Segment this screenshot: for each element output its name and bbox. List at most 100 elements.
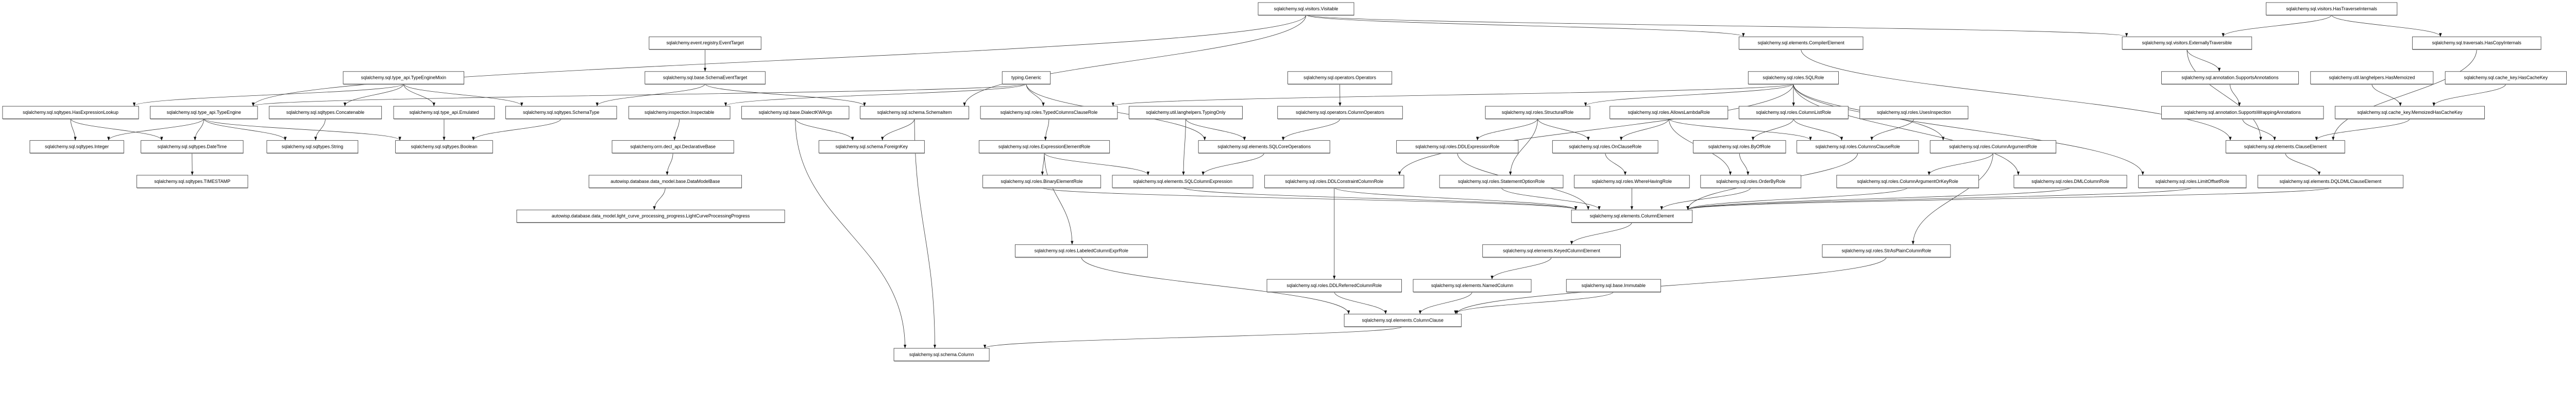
class-node-date-time[interactable]: sqlalchemy.sql.sqltypes.DateTime xyxy=(141,140,244,154)
class-node-externally-traversible[interactable]: sqlalchemy.sql.visitors.ExternallyTraver… xyxy=(2122,36,2252,50)
class-node-sql-role[interactable]: sqlalchemy.sql.roles.SQLRole xyxy=(1748,71,1839,85)
class-node-named-column[interactable]: sqlalchemy.sql.elements.NamedColumn xyxy=(1413,279,1532,293)
class-node-limit-offset-role[interactable]: sqlalchemy.sql.roles.LimitOffsetRole xyxy=(2138,175,2247,189)
class-node-columns-clause-role[interactable]: sqlalchemy.sql.roles.ColumnsClauseRole xyxy=(1797,140,1919,154)
class-node-dml-column-role[interactable]: sqlalchemy.sql.roles.DMLColumnRole xyxy=(2013,175,2127,189)
class-node-operators[interactable]: sqlalchemy.sql.operators.Operators xyxy=(1287,71,1393,85)
class-node-expression-element-role[interactable]: sqlalchemy.sql.roles.ExpressionElementRo… xyxy=(978,140,1110,154)
class-node-event-target[interactable]: sqlalchemy.event.registry.EventTarget xyxy=(649,36,761,50)
class-node-has-copy-internals[interactable]: sqlalchemy.sql.traversals.HasCopyInterna… xyxy=(2412,36,2541,50)
class-node-binary-element-role[interactable]: sqlalchemy.sql.roles.BinaryElementRole xyxy=(982,175,1101,189)
class-node-box xyxy=(1738,106,1849,119)
inheritance-edge-visitable-to-type-engine xyxy=(251,14,1307,107)
class-node-label: sqlalchemy.sql.roles.OnClauseRole xyxy=(1569,144,1641,149)
class-node-sql-core-operations[interactable]: sqlalchemy.sql.elements.SQLCoreOperation… xyxy=(1198,140,1330,154)
class-node-foreign-key[interactable]: sqlalchemy.sql.schema.ForeignKey xyxy=(819,140,925,154)
inheritance-edge-type-engine-to-boolean xyxy=(204,118,401,141)
class-node-generic[interactable]: typing.Generic xyxy=(1002,71,1051,85)
inheritance-edge-typing-only-to-sql-core-operations xyxy=(1185,118,1246,141)
class-node-declarative-base[interactable]: sqlalchemy.orm.decl_api.DeclarativeBase xyxy=(612,140,734,154)
class-node-column-operators[interactable]: sqlalchemy.sql.operators.ColumnOperators xyxy=(1277,106,1403,120)
class-node-timestamp[interactable]: sqlalchemy.sql.sqltypes.TIMESTAMP xyxy=(136,175,248,189)
class-node-keyed-column-element[interactable]: sqlalchemy.sql.elements.KeyedColumnEleme… xyxy=(1482,244,1621,258)
class-node-label: sqlalchemy.sql.sqltypes.SchemaType xyxy=(523,110,599,115)
class-node-has-expression-lookup[interactable]: sqlalchemy.sql.sqltypes.HasExpressionLoo… xyxy=(2,106,139,120)
class-node-typed-columns-clause-role[interactable]: sqlalchemy.sql.roles.TypedColumnsClauseR… xyxy=(980,106,1118,120)
inheritance-edge-supports-wrapping-annotations-to-clause-element xyxy=(2242,118,2276,141)
class-node-on-clause-role[interactable]: sqlalchemy.sql.roles.OnClauseRole xyxy=(1552,140,1658,154)
class-node-box xyxy=(1929,140,2057,154)
inheritance-edge-by-of-role-to-order-by-role xyxy=(1739,153,1750,176)
class-node-ddl-expression-role[interactable]: sqlalchemy.sql.roles.DDLExpressionRole xyxy=(1396,140,1519,154)
class-node-clause-element[interactable]: sqlalchemy.sql.elements.ClauseElement xyxy=(2225,140,2345,154)
class-node-label: sqlalchemy.sql.elements.ColumnClause xyxy=(1362,317,1444,323)
inheritance-edge-visitable-to-externally-traversible xyxy=(1306,14,2128,37)
class-node-schema-event-target[interactable]: sqlalchemy.sql.base.SchemaEventTarget xyxy=(645,71,766,85)
class-node-visitable[interactable]: sqlalchemy.sql.visitors.Visitable xyxy=(1258,2,1354,16)
class-node-has-traverse-internals[interactable]: sqlalchemy.sql.visitors.HasTraverseInter… xyxy=(2266,2,2398,16)
class-node-where-having-role[interactable]: sqlalchemy.sql.roles.WhereHavingRole xyxy=(1574,175,1690,189)
inheritance-edge-type-engine-mixin-to-concatenable xyxy=(343,83,404,107)
class-node-box xyxy=(1566,279,1661,292)
class-node-memoized-has-cache-key[interactable]: sqlalchemy.sql.cache_key.MemoizedHasCach… xyxy=(2334,106,2485,120)
class-node-box xyxy=(741,106,850,119)
class-node-column-argument-role[interactable]: sqlalchemy.sql.roles.ColumnArgumentRole xyxy=(1929,140,2057,154)
class-node-inspectable[interactable]: sqlalchemy.inspection.Inspectable xyxy=(628,106,731,120)
inheritance-edge-data-model-base-to-light-curve-processing-progress xyxy=(653,187,666,210)
class-node-concatenable[interactable]: sqlalchemy.sql.sqltypes.Concatenable xyxy=(268,106,382,120)
class-node-schema-type[interactable]: sqlalchemy.sql.sqltypes.SchemaType xyxy=(505,106,617,120)
inheritance-edge-inspectable-to-declarative-base xyxy=(673,118,680,141)
inheritance-edge-expression-element-role-to-labeled-column-expr-role xyxy=(1044,153,1074,245)
class-node-label: sqlalchemy.sql.visitors.HasTraverseInter… xyxy=(2286,6,2377,11)
class-node-column-list-role[interactable]: sqlalchemy.sql.roles.ColumnListRole xyxy=(1738,106,1849,120)
class-node-box xyxy=(1482,244,1621,258)
class-node-ddl-referred-column-role[interactable]: sqlalchemy.sql.roles.DDLReferredColumnRo… xyxy=(1266,279,1402,293)
class-node-emulated[interactable]: sqlalchemy.sql.type_api.Emulated xyxy=(393,106,495,120)
class-node-label: sqlalchemy.sql.visitors.Visitable xyxy=(1274,6,1338,11)
class-node-type-engine-mixin[interactable]: sqlalchemy.sql.type_api.TypeEngineMixin xyxy=(343,71,464,85)
class-node-boolean[interactable]: sqlalchemy.sql.sqltypes.Boolean xyxy=(395,140,493,154)
class-node-type-engine[interactable]: sqlalchemy.sql.type_api.TypeEngine xyxy=(150,106,258,120)
class-node-column-clause[interactable]: sqlalchemy.sql.elements.ColumnClause xyxy=(1344,314,1462,328)
class-node-has-cache-key[interactable]: sqlalchemy.sql.cache_key.HasCacheKey xyxy=(2445,71,2567,85)
class-node-box xyxy=(136,175,248,188)
class-node-str-as-plain-column-role[interactable]: sqlalchemy.sql.roles.StrAsPlainColumnRol… xyxy=(1822,244,1951,258)
edge-layer xyxy=(70,14,2506,348)
class-node-box xyxy=(1797,140,1919,154)
class-node-column-argument-or-key-role[interactable]: sqlalchemy.sql.roles.ColumnArgumentOrKey… xyxy=(1836,175,1979,189)
class-node-ddl-constraint-column-role[interactable]: sqlalchemy.sql.roles.DDLConstraintColumn… xyxy=(1264,175,1404,189)
class-node-label: sqlalchemy.sql.cache_key.HasCacheKey xyxy=(2464,75,2548,80)
class-node-uses-inspection[interactable]: sqlalchemy.sql.roles.UsesInspection xyxy=(1859,106,1969,120)
class-node-typing-only[interactable]: sqlalchemy.util.langhelpers.TypingOnly xyxy=(1128,106,1243,120)
class-node-label: sqlalchemy.sql.roles.AllowsLambdaRole xyxy=(1628,110,1710,115)
class-node-structural-role[interactable]: sqlalchemy.sql.roles.StructuralRole xyxy=(1485,106,1590,120)
class-node-box xyxy=(2257,175,2403,188)
inheritance-edge-has-expression-lookup-to-integer xyxy=(70,118,77,141)
class-node-integer[interactable]: sqlalchemy.sql.sqltypes.Integer xyxy=(29,140,124,154)
class-node-column-element[interactable]: sqlalchemy.sql.elements.ColumnElement xyxy=(1571,209,1693,223)
class-node-dialect-kwargs[interactable]: sqlalchemy.sql.base.DialectKWArgs xyxy=(741,106,850,120)
class-node-order-by-role[interactable]: sqlalchemy.sql.roles.OrderByRole xyxy=(1700,175,1802,189)
class-node-by-of-role[interactable]: sqlalchemy.sql.roles.ByOfRole xyxy=(1692,140,1786,154)
class-node-label: sqlalchemy.sql.roles.ExpressionElementRo… xyxy=(998,144,1090,149)
class-node-dqldml-clause-element[interactable]: sqlalchemy.sql.elements.DQLDMLClauseElem… xyxy=(2257,175,2403,189)
class-node-sql-column-expression[interactable]: sqlalchemy.sql.elements.SQLColumnExpress… xyxy=(1112,175,1253,189)
class-node-schema-item[interactable]: sqlalchemy.sql.schema.SchemaItem xyxy=(860,106,970,120)
class-node-labeled-column-expr-role[interactable]: sqlalchemy.sql.roles.LabeledColumnExprRo… xyxy=(1014,244,1148,258)
class-node-data-model-base[interactable]: autowisp.database.data_model.base.DataMo… xyxy=(588,175,742,189)
class-node-column[interactable]: sqlalchemy.sql.schema.Column xyxy=(893,348,990,362)
inheritance-edge-supports-annotations-to-supports-wrapping-annotations xyxy=(2230,83,2241,107)
class-node-string[interactable]: sqlalchemy.sql.sqltypes.String xyxy=(266,140,359,154)
class-node-box xyxy=(1836,175,1979,188)
class-node-allows-lambda-role[interactable]: sqlalchemy.sql.roles.AllowsLambdaRole xyxy=(1609,106,1728,120)
class-node-supports-annotations[interactable]: sqlalchemy.sql.annotation.SupportsAnnota… xyxy=(2161,71,2299,85)
class-node-label: sqlalchemy.sql.sqltypes.String xyxy=(282,144,343,149)
class-node-immutable[interactable]: sqlalchemy.sql.base.Immutable xyxy=(1566,279,1661,293)
class-node-has-memoized[interactable]: sqlalchemy.util.langhelpers.HasMemoized xyxy=(2310,71,2434,85)
class-node-light-curve-processing-progress[interactable]: autowisp.database.data_model.light_curve… xyxy=(516,209,785,223)
class-node-compiler-element[interactable]: sqlalchemy.sql.elements.CompilerElement xyxy=(1738,36,1863,50)
class-node-statement-option-role[interactable]: sqlalchemy.sql.roles.StatementOptionRole xyxy=(1439,175,1564,189)
class-node-supports-wrapping-annotations[interactable]: sqlalchemy.sql.annotation.SupportsWrappi… xyxy=(2161,106,2324,120)
inheritance-edge-column-argument-role-to-column-argument-or-key-role xyxy=(1927,153,1993,176)
inheritance-edge-ddl-referred-column-role-to-column-clause xyxy=(1334,291,1387,314)
